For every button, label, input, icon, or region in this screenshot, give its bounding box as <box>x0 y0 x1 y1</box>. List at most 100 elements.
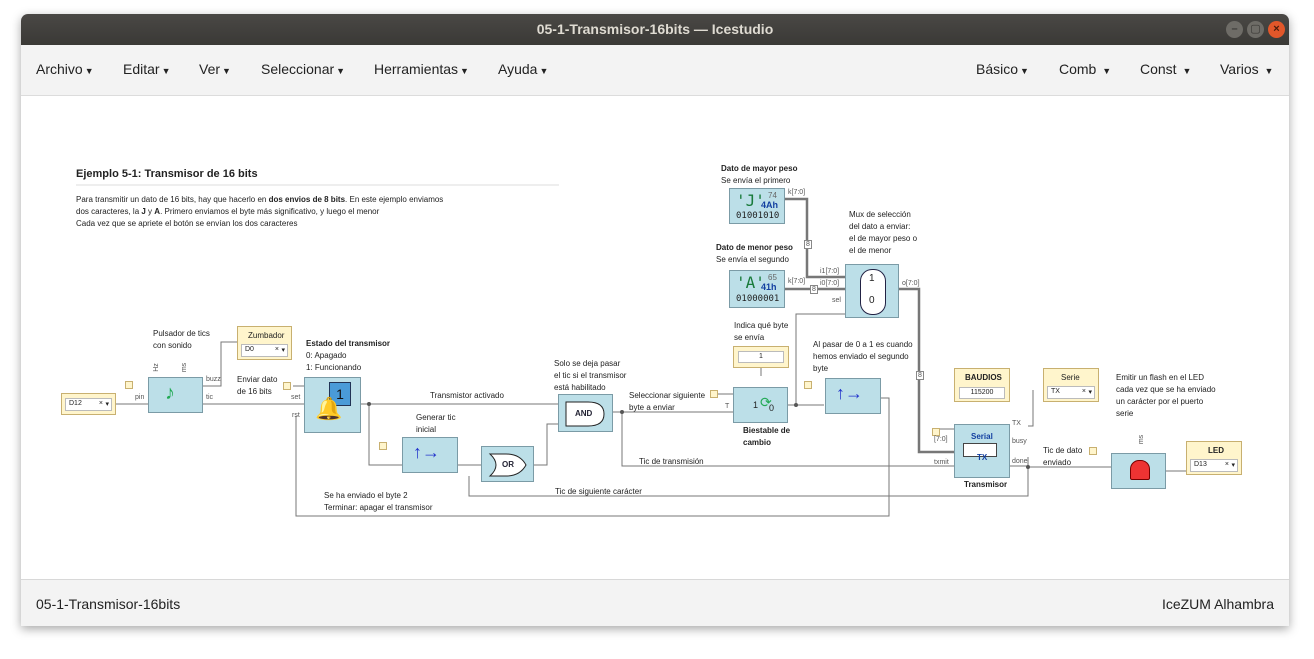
zumbador-select[interactable]: D0 ×▾ <box>241 344 288 357</box>
enviado-note-1: Se ha enviado el byte 2 <box>324 491 408 500</box>
and-label: AND <box>575 409 593 418</box>
serial-transmitter-block[interactable]: Serial TX <box>954 424 1010 478</box>
estado-title: Estado del transmisor <box>306 339 391 348</box>
zumbador-pin-block[interactable]: Zumbador D0 ×▾ <box>237 326 292 360</box>
port-done: done <box>1012 458 1028 465</box>
seleccionar-note-2: byte a enviar <box>629 403 675 412</box>
status-bar: 05-1-Transmisor-16bits IceZUM Alhambra <box>21 579 1289 626</box>
constant-input-pin[interactable] <box>283 382 291 390</box>
constant-input-pin[interactable] <box>125 381 133 389</box>
port-hz: Hz <box>152 363 160 372</box>
solo-note-3: está habilitado <box>554 383 606 392</box>
al-pasar-note-2: hemos enviado el segundo <box>813 352 909 361</box>
constant-input-pin[interactable] <box>1089 447 1097 455</box>
led-select[interactable]: D13 ×▾ <box>1190 459 1238 472</box>
caret-down-icon: ▼ <box>84 66 94 76</box>
design-canvas[interactable]: Ejemplo 5-1: Transmisor de 16 bits Para … <box>21 96 1289 579</box>
menu-seleccionar[interactable]: Seleccionar▼ <box>261 61 346 77</box>
edge-detector-block[interactable]: ↑→ <box>825 378 881 414</box>
tic-dato-note-1: Tic de dato <box>1043 446 1083 455</box>
menu-comb[interactable]: Comb ▼ <box>1059 61 1112 77</box>
window-title: 05-1-Transmisor-16bits — Icestudio <box>536 21 774 37</box>
chevron-down-icon: ▾ <box>1231 462 1235 469</box>
const-one-block[interactable]: 1 <box>733 346 789 368</box>
intro-line3: Cada vez que se apriete el botón se enví… <box>76 219 298 228</box>
constant-input-pin[interactable] <box>379 442 387 450</box>
menu-const[interactable]: Const ▼ <box>1140 61 1192 77</box>
baudios-block[interactable]: BAUDIOS 115200 <box>954 368 1010 402</box>
bell-icon: 🔔 <box>315 396 343 421</box>
menu-ver[interactable]: Ver▼ <box>199 61 231 77</box>
mayor-title: Dato de mayor peso <box>721 164 798 173</box>
generar-tic-block[interactable]: ↑→ <box>402 437 458 473</box>
mux-note-2: del dato a enviar: <box>849 222 911 231</box>
enviado-note-2: Terminar: apagar el transmisor <box>324 503 433 512</box>
constant-input-pin[interactable] <box>710 390 718 398</box>
emitir-note-1: Emitir un flash en el LED <box>1116 373 1205 382</box>
close-icon[interactable]: × <box>1268 21 1285 38</box>
port-k-j: k[7:0] <box>788 189 806 196</box>
or-gate-block[interactable]: OR <box>481 446 534 482</box>
biestable-title-1: Biestable de <box>743 426 791 435</box>
generar-note-1: Generar tic <box>416 413 456 422</box>
minimize-icon[interactable]: – <box>1226 21 1243 38</box>
menu-editar[interactable]: Editar▼ <box>123 61 171 77</box>
mux-note-4: el de menor <box>849 246 892 255</box>
footer-board-name[interactable]: IceZUM Alhambra <box>1161 596 1274 612</box>
biestable-title-2: cambio <box>743 438 772 447</box>
al-pasar-note-1: Al pasar de 0 a 1 es cuando <box>813 340 913 349</box>
caret-down-icon: ▼ <box>1020 66 1029 76</box>
menu-archivo[interactable]: Archivo▼ <box>36 61 94 77</box>
and-gate-icon <box>565 401 605 427</box>
led-pin-block[interactable]: LED D13 ×▾ <box>1186 441 1242 475</box>
port-o: o[7:0] <box>902 280 920 287</box>
constant-input-pin[interactable] <box>804 381 812 389</box>
bus-width-badge: 8 <box>916 371 924 380</box>
input-pin-block[interactable]: D12 ×▾ <box>61 393 116 415</box>
pin-select[interactable]: D12 ×▾ <box>65 398 112 411</box>
serie-select[interactable]: TX ×▾ <box>1047 386 1095 399</box>
caret-down-icon: ▼ <box>1182 66 1192 76</box>
enviar-note-1: Enviar dato <box>237 375 278 384</box>
pulsador-block[interactable]: ♪ <box>148 377 203 413</box>
bus-width-badge: 8 <box>804 240 812 249</box>
menu-varios[interactable]: Varios ▼ <box>1220 61 1274 77</box>
const-a-dec: 65 <box>768 273 777 282</box>
port-buzz: buzz <box>206 376 221 383</box>
estado-note-1: 0: Apagado <box>306 351 347 360</box>
serie-pin-block[interactable]: Serie TX ×▾ <box>1043 368 1099 402</box>
port-sel: sel <box>832 297 841 304</box>
title-bar[interactable]: 05-1-Transmisor-16bits — Icestudio – ▢ × <box>21 14 1289 45</box>
and-gate-block[interactable]: AND <box>558 394 613 432</box>
const-a-block[interactable]: 'A' 65 41h 01000001 <box>729 270 785 308</box>
menu-herramientas[interactable]: Herramientas▼ <box>374 61 469 77</box>
flash-block[interactable] <box>1111 453 1166 489</box>
emitir-note-3: un carácter por el puerto <box>1116 397 1204 406</box>
baudios-value[interactable]: 115200 <box>959 387 1005 399</box>
serial-name: Transmisor <box>964 480 1008 489</box>
toggle-icon: ⟳ <box>760 394 772 410</box>
menu-ayuda[interactable]: Ayuda▼ <box>498 61 549 77</box>
port-tx-out: TX <box>1012 420 1021 427</box>
const-one-value[interactable]: 1 <box>738 351 784 363</box>
mux-note-3: el de mayor peso o <box>849 234 918 243</box>
alarm-light-icon <box>1130 460 1150 480</box>
port-i0: i0[7:0] <box>820 280 840 287</box>
emitir-note-4: serie <box>1116 409 1134 418</box>
estado-flipflop-block[interactable]: 1 🔔 <box>304 377 361 433</box>
indica-note-2: se envía <box>734 333 765 342</box>
menu-basico[interactable]: Básico▼ <box>976 61 1029 77</box>
led-label: LED <box>1208 446 1224 455</box>
wire-label-tic-transmision: Tic de transmisión <box>639 457 704 466</box>
pulsador-note-1: Pulsador de tics <box>153 329 210 338</box>
mux-block[interactable]: 1 0 <box>845 264 899 318</box>
maximize-icon[interactable]: ▢ <box>1247 21 1264 38</box>
const-j-char: 'J' <box>736 191 765 210</box>
biestable-block[interactable]: 1 ⟳ 0 <box>733 387 788 423</box>
port-busy: busy <box>1012 438 1027 445</box>
port-t: T <box>725 403 730 410</box>
port-pin: pin <box>135 394 145 401</box>
const-j-block[interactable]: 'J' 74 4Ah 01001010 <box>729 188 785 224</box>
intro-line1: Para transmitir un dato de 16 bits, hay … <box>76 195 444 204</box>
constant-input-pin[interactable] <box>932 428 940 436</box>
